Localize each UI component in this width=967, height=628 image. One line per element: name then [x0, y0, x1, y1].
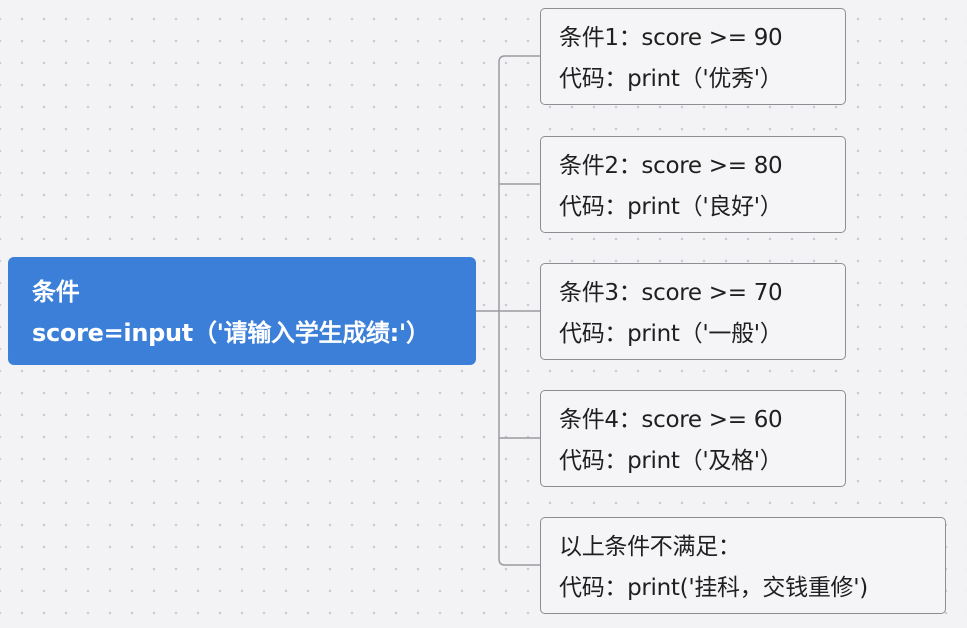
branch-node-1[interactable]: 条件1：score >= 90 代码：print（'优秀'）	[540, 8, 846, 105]
branch-condition: 条件2：score >= 80	[559, 153, 783, 179]
branch-connector-1	[498, 55, 540, 63]
branch-connector-5	[498, 558, 540, 566]
branch-condition: 条件3：score >= 70	[559, 280, 783, 306]
branch-node-4[interactable]: 条件4：score >= 60 代码：print（'及格'）	[540, 390, 846, 487]
branch-condition: 条件4：score >= 60	[559, 407, 783, 433]
branch-code: 代码：print（'一般'）	[559, 321, 783, 347]
root-topic-node[interactable]: 条件 score=input（'请输入学生成绩:'）	[8, 257, 476, 365]
branch-code: 代码：print（'及格'）	[559, 448, 783, 474]
branch-node-5[interactable]: 以上条件不满足： 代码：print('挂科，交钱重修')	[540, 517, 946, 614]
root-topic-title: 条件	[32, 278, 80, 306]
branch-code: 代码：print（'优秀'）	[559, 66, 783, 92]
branch-node-3[interactable]: 条件3：score >= 70 代码：print（'一般'）	[540, 263, 846, 360]
branch-condition: 以上条件不满足：	[559, 534, 741, 560]
root-topic-code: score=input（'请输入学生成绩:'）	[32, 319, 430, 347]
branch-code: 代码：print（'良好'）	[559, 194, 783, 220]
branch-code: 代码：print('挂科，交钱重修')	[559, 575, 868, 601]
branch-node-2[interactable]: 条件2：score >= 80 代码：print（'良好'）	[540, 136, 846, 233]
branch-condition: 条件1：score >= 90	[559, 25, 783, 51]
